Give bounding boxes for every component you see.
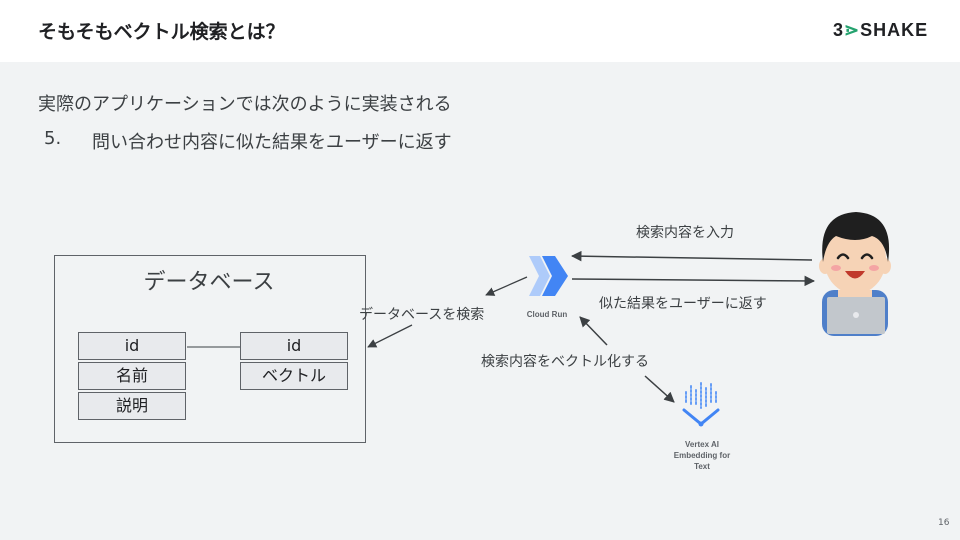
- table1-cell-description: 説明: [78, 392, 186, 420]
- step-number: 5.: [44, 128, 62, 149]
- arrow-label-to-db: [367, 324, 413, 348]
- vertex-ai-label-line1: Vertex AI: [685, 440, 719, 449]
- table2-cell-id: id: [240, 332, 348, 360]
- arrow-label-to-cloudrun: [579, 316, 608, 346]
- label-input-query: 検索内容を入力: [636, 225, 734, 241]
- vertex-ai-label: Vertex AI Embedding for Text: [660, 439, 744, 472]
- page-number: 16: [938, 518, 950, 528]
- label-search-db: データベースを検索: [359, 307, 485, 323]
- company-logo: 3⋗SHAKE: [833, 20, 928, 41]
- logo-mark-icon: ⋗: [844, 20, 861, 40]
- table2-cell-vector: ベクトル: [240, 362, 348, 390]
- vertex-ai-icon: [682, 382, 720, 427]
- intro-text: 実際のアプリケーションでは次のように実装される: [38, 94, 452, 115]
- table1-cell-name: 名前: [78, 362, 186, 390]
- database-title: データベース: [143, 270, 275, 295]
- label-return-results: 似た結果をユーザーに返す: [599, 296, 767, 312]
- slide-header: そもそもベクトル検索とは？ 3⋗SHAKE: [0, 0, 960, 62]
- label-vectorize: 検索内容をベクトル化する: [481, 354, 649, 370]
- arrow-label-to-vertex: [644, 375, 675, 403]
- logo-number: 3: [833, 20, 845, 40]
- logo-text: SHAKE: [860, 20, 929, 40]
- cloud-run-icon: [529, 256, 568, 296]
- arrow-cloudrun-to-user: [571, 275, 816, 287]
- arrow-cloudrun-to-db: [485, 276, 528, 296]
- step-text: 問い合わせ内容に似た結果をユーザーに返す: [92, 132, 452, 153]
- arrow-user-to-cloudrun: [570, 250, 813, 262]
- vertex-ai-label-line3: Text: [694, 462, 710, 471]
- cloud-run-label: Cloud Run: [526, 310, 568, 319]
- user-laptop-icon: [819, 212, 891, 336]
- vertex-ai-label-line2: Embedding for: [673, 451, 731, 460]
- table1-cell-id: id: [78, 332, 186, 360]
- slide-title: そもそもベクトル検索とは？: [38, 21, 285, 43]
